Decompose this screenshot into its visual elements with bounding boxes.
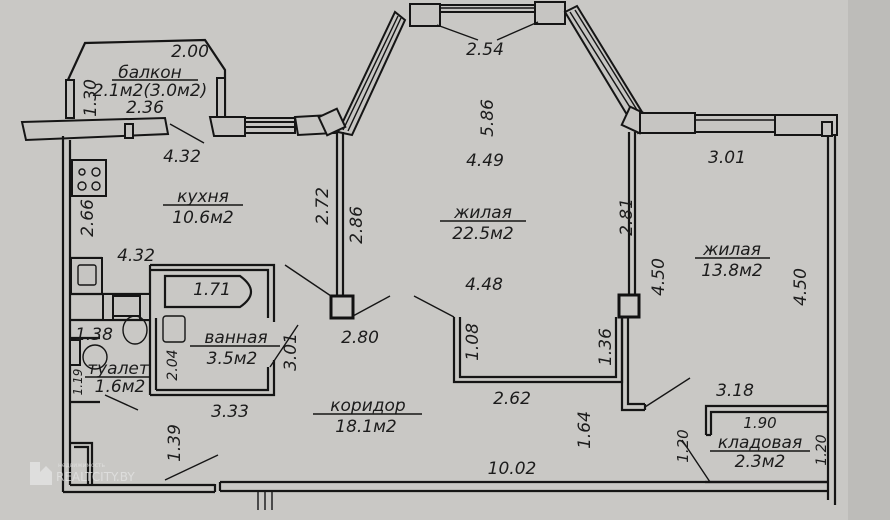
room-name-living-main: жилая: [453, 203, 512, 223]
dim-storage-left: 1.20: [674, 429, 692, 462]
room-labels: балкон 2.1м2(3.0м2) кухня 10.6м2 жилая 2…: [85, 63, 810, 472]
dim-storage-right: 1.20: [814, 434, 830, 465]
dim-right-room-top: 3.01: [708, 148, 746, 168]
room-name-kitchen: кухня: [177, 187, 229, 207]
dim-living-depth: 5.86: [478, 99, 498, 137]
stove-icon: [71, 159, 107, 197]
balcony-left-wall: [65, 79, 75, 119]
room-area-living-main: 22.5м2: [452, 224, 514, 244]
watermark-line2: REALTCITY.BY: [56, 470, 135, 484]
dim-bath-side: 2.04: [165, 349, 181, 380]
dim-living-right: 2.81: [617, 198, 637, 236]
watermark-line1: недвижимость: [58, 462, 105, 469]
fixtures: [71, 159, 273, 510]
dim-niche-bottom: 2.62: [493, 389, 531, 409]
watermark: недвижимость REALTCITY.BY: [30, 462, 135, 485]
room-name-storage: кладовая: [718, 433, 802, 453]
kitchen-sink: [70, 257, 103, 295]
dim-balcony-inner: 2.36: [126, 98, 164, 118]
room-name-balcony: балкон: [118, 63, 182, 83]
column-left: [329, 294, 355, 320]
interior-walls: [69, 132, 828, 485]
paper-edge: [848, 0, 890, 520]
bay-window: [317, 1, 652, 137]
dim-corridor-entry: 1.39: [165, 424, 185, 462]
room-area-bathroom: 3.5м2: [207, 349, 258, 369]
dim-right-room-left: 4.50: [649, 258, 669, 296]
dim-right-corridor: 3.18: [716, 381, 754, 401]
dim-corridor-left: 3.33: [211, 402, 249, 422]
dim-kitchen-top: 4.32: [163, 147, 201, 167]
dim-bay-window: 2.54: [466, 40, 504, 60]
bathtub-icon: [163, 274, 253, 309]
room-area-toilet: 1.6м2: [95, 377, 146, 397]
dim-toilet-side: 1.19: [71, 369, 85, 396]
top-wall-right: [639, 112, 838, 137]
room-area-living-right: 13.8м2: [701, 261, 763, 281]
dim-kitchen-side: 2.66: [78, 199, 98, 237]
dim-balcony-width: 2.00: [171, 42, 209, 62]
room-area-corridor: 18.1м2: [335, 417, 397, 437]
dim-corridor-length: 10.02: [488, 459, 537, 479]
toilet-icon: [82, 344, 108, 370]
top-wall-left: [20, 113, 337, 142]
watermark-logo-icon: [30, 462, 52, 485]
leader-lines: [104, 123, 711, 483]
dim-living-width-top: 4.49: [466, 151, 504, 171]
room-area-storage: 2.3м2: [735, 452, 786, 472]
room-area-kitchen: 10.6м2: [172, 208, 234, 228]
dim-balcony-depth: 1.30: [81, 79, 101, 117]
dim-niche-right: 1.36: [596, 328, 616, 366]
dim-corridor-vertical: 1.64: [575, 411, 595, 449]
room-name-bathroom: ванная: [204, 328, 267, 348]
room-name-corridor: коридор: [330, 396, 406, 416]
room-name-living-right: жилая: [702, 240, 761, 260]
dim-niche-left: 1.08: [463, 323, 483, 361]
dim-bath-right: 3.01: [281, 333, 301, 371]
column-right: [617, 293, 641, 319]
room-area-balcony: 2.1м2(3.0м2): [93, 81, 208, 101]
dimension-labels: 2.00 1.30 2.36 4.32 2.66 2.72 4.32 2.54 …: [71, 40, 830, 479]
dim-kitchen-bottom: 4.32: [117, 246, 155, 266]
dim-corridor-upper: 2.80: [341, 328, 379, 348]
bidet-icon: [122, 315, 148, 345]
balcony-outline: [65, 38, 227, 119]
dim-right-room-right: 4.50: [791, 268, 811, 306]
balcony-right-wall: [216, 77, 226, 119]
dim-living-left: 2.86: [347, 206, 367, 244]
room-name-toilet: туалет: [87, 359, 150, 379]
dim-living-width-bottom: 4.48: [465, 275, 503, 295]
dim-bathtub: 1.71: [193, 280, 231, 300]
dim-kitchen-right: 2.72: [313, 187, 333, 225]
dim-toilet-width: 1.38: [75, 325, 113, 345]
dim-storage-width: 1.90: [743, 414, 776, 432]
washbasin-icon: [162, 315, 186, 343]
